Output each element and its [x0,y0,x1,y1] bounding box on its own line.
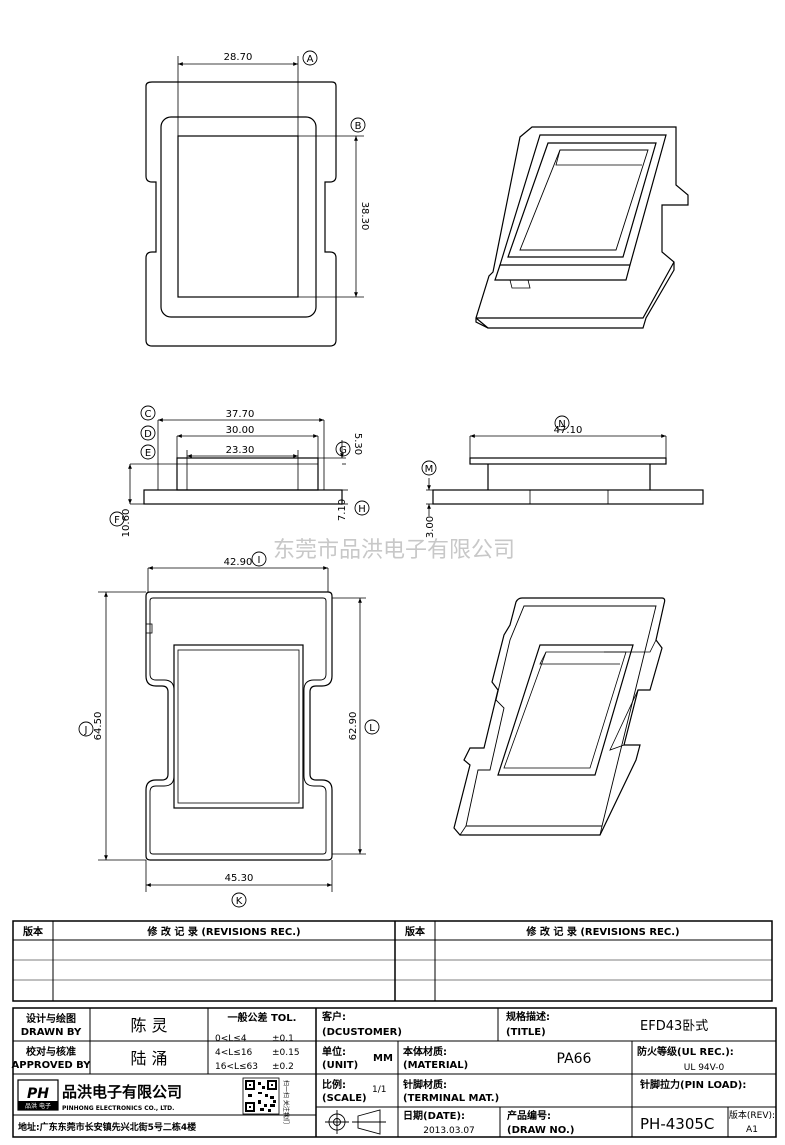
logo-text: PH [27,1086,49,1102]
title-label: 规格描述: [506,1010,550,1023]
tolerance-value-1: ±0.1 [272,1034,294,1044]
iso-view-bottom [453,597,666,836]
dim-right-width: 47.10 [554,425,583,436]
dim-side-d2: 30.00 [226,425,255,436]
ref-j-label: J [84,725,88,736]
ref-f-label: F [114,515,120,526]
tolerance-title: 一般公差 TOL. [228,1011,297,1024]
unit-label: 单位: [322,1045,346,1058]
customer-label-en: (DCUSTOMER) [322,1027,402,1038]
company-address: 地址:广东东莞市长安镇先兴北街5号二栋4楼 [18,1121,196,1133]
title-block [12,1007,777,1138]
dim-bottom-top-width: 42.90 [224,557,253,568]
scale-label-en: (SCALE) [322,1093,367,1104]
dim-side-d1: 37.70 [226,409,255,420]
ref-l-label: L [369,723,375,734]
right-side-view [421,415,704,516]
dim-side-d3: 23.30 [226,445,255,456]
logo-subtext: 品洪 电子 [25,1102,51,1110]
designer-label-cn: 设计与绘图 [26,1012,76,1025]
dim-side-d6: 7.10 [337,499,348,521]
approver-label-en: APPROVED BY [12,1060,92,1071]
company-name-cn: 品洪电子有限公司 [62,1083,182,1101]
dim-side-d4: 5.30 [352,433,363,455]
designer-label-en: DRAWN BY [21,1027,82,1038]
designer-name: 陈 灵 [130,1016,167,1035]
company-logo [17,1079,59,1111]
fire-rating-value: UL 94V-0 [684,1063,725,1073]
watermark-text: 东莞市品洪电子有限公司 [273,538,515,563]
top-view [145,50,366,347]
tolerance-range-3: 16<L≤63 [215,1062,258,1072]
rev-col-record-left: 修 改 记 录 (REVISIONS REC.) [146,925,300,938]
revision-label: 版本(REV): [729,1109,775,1121]
tolerance-range-2: 4<L≤16 [215,1048,253,1058]
terminal-label-en: (TERMINAL MAT.) [403,1093,499,1104]
qr-caption: 扫一扫 关注我们 [282,1080,290,1124]
projection-symbol [325,1109,386,1135]
dim-right-height: 3.00 [425,516,436,538]
date-label: 日期(DATE): [403,1109,465,1122]
ref-m-label: M [425,464,434,475]
ref-e-label: E [145,448,151,459]
tolerance-value-2: ±0.15 [272,1048,300,1058]
scale-label: 比例: [322,1078,346,1091]
ref-k-label: K [236,896,243,907]
approver-name: 陆 涌 [130,1049,167,1068]
bottom-view [78,551,380,908]
pin-load-label: 针脚拉力(PIN LOAD): [640,1078,746,1091]
dim-bottom-left-height: 64.50 [93,712,104,741]
ref-n-label: N [558,419,565,430]
iso-view-top [475,126,689,329]
ref-i-label: I [258,555,261,566]
customer-label: 客户: [321,1010,346,1023]
drawing-no-value: PH-4305C [640,1115,714,1133]
dim-bottom-right-height: 62.90 [348,712,359,741]
material-label-en: (MATERIAL) [403,1060,468,1071]
side-view [109,405,370,527]
qr-code [242,1077,280,1115]
dim-side-d5: 10.60 [121,509,132,538]
ref-g-label: G [339,445,347,456]
revision-value: A1 [746,1125,758,1135]
rev-col-version-left: 版本 [23,925,44,938]
dim-top-height: 38.30 [359,202,370,231]
rev-col-version-right: 版本 [405,925,426,938]
material-value: PA66 [557,1051,592,1067]
rev-col-record-right: 修 改 记 录 (REVISIONS REC.) [525,925,679,938]
terminal-label: 针脚材质: [403,1078,447,1091]
title-value: EFD43卧式 [640,1019,708,1034]
drawing-no-label-en: (DRAW NO.) [507,1125,574,1136]
unit-label-en: (UNIT) [322,1060,358,1071]
drawing-no-label: 产品编号: [507,1109,551,1122]
revisions-table [12,920,773,1002]
ref-d-label: D [144,429,152,440]
title-label-en: (TITLE) [506,1027,546,1038]
ref-c-label: C [145,409,152,420]
unit-value: MM [373,1053,393,1064]
ref-b-label: B [355,121,362,132]
ref-h-label: H [358,504,366,515]
dim-bottom-bottom-width: 45.30 [225,873,254,884]
date-value: 2013.03.07 [423,1126,475,1136]
material-label: 本体材质: [403,1045,447,1058]
tolerance-range-1: 0<L≤4 [215,1034,247,1044]
tolerance-value-3: ±0.2 [272,1062,294,1072]
approver-label-cn: 校对与核准 [26,1045,76,1058]
fire-rating-label: 防火等级(UL REC.): [637,1045,734,1058]
ref-a-label: A [307,54,314,65]
company-name-en: PINHONG ELECTRONICS CO., LTD. [62,1105,174,1112]
dim-top-width: 28.70 [224,52,253,63]
scale-value: 1/1 [372,1085,386,1095]
